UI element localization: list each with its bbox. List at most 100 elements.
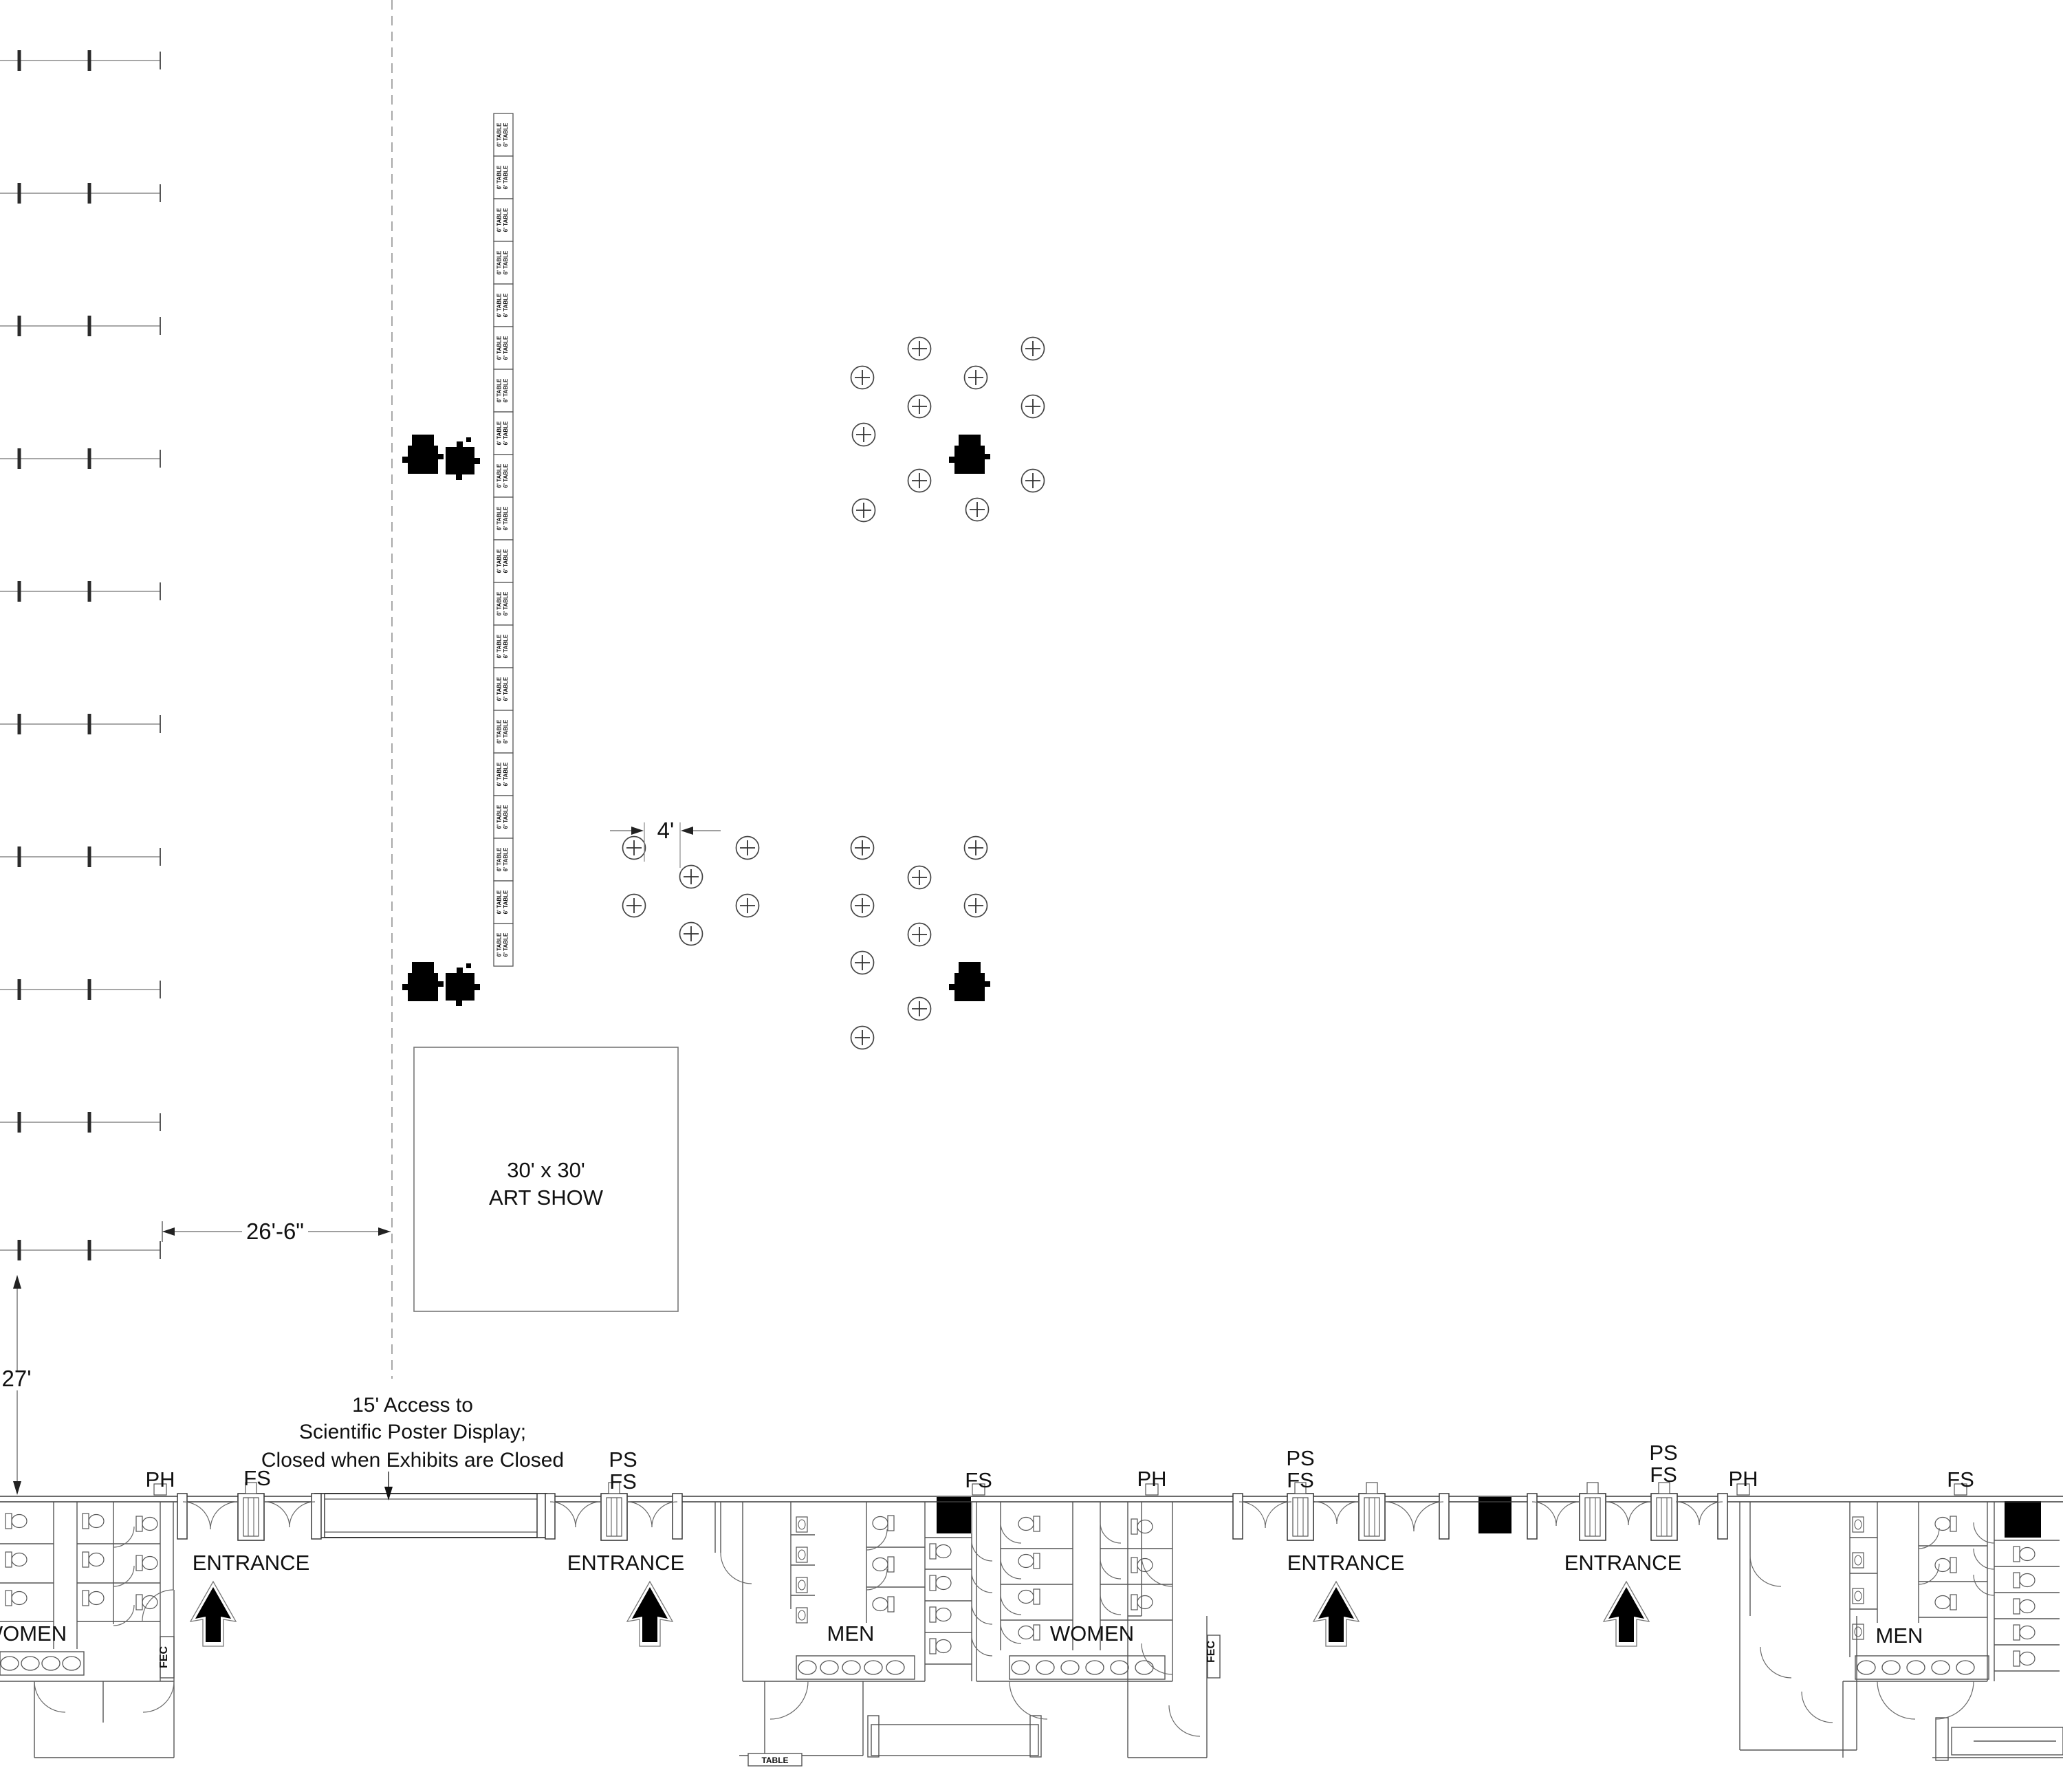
toilet-bowl — [2019, 1599, 2035, 1614]
urinal-basin — [1854, 1591, 1862, 1602]
urinal-basin — [798, 1549, 806, 1560]
urinal-basin — [798, 1610, 806, 1621]
round-table-symbol — [907, 468, 932, 493]
door-swing-arc — [1973, 1548, 1995, 1570]
access-note-line3: Closed when Exhibits are Closed — [261, 1449, 564, 1472]
interior-rect — [1935, 1717, 1949, 1761]
door-panel-black-square — [937, 1497, 971, 1533]
toilet-bowl — [1934, 1595, 1951, 1610]
wall-device-cap — [972, 1483, 985, 1496]
toilet-tank — [2013, 1546, 2020, 1562]
entrance-door-arc — [289, 1501, 316, 1528]
toilet-bowl — [935, 1607, 952, 1622]
entrance-door-arc — [1413, 1501, 1444, 1532]
arrow-outline — [189, 1580, 237, 1647]
round-table-symbol — [735, 893, 760, 918]
art-show-box — [413, 1047, 679, 1312]
door-swing-arc — [1100, 1558, 1122, 1580]
wall-label-ps: PS — [1286, 1446, 1314, 1470]
table-cell-label: 6' TABLE — [503, 506, 509, 530]
equipment-box-nub-top — [457, 968, 463, 973]
toilet-tank — [2013, 1598, 2020, 1615]
urinal-basin — [798, 1580, 806, 1591]
sink-symbol — [1085, 1660, 1104, 1675]
arrow-solid — [1318, 1587, 1354, 1642]
toilet-bowl — [1018, 1625, 1034, 1640]
table-cell-label: 6' TABLE — [503, 591, 509, 615]
round-table-symbol — [679, 921, 703, 946]
room-label-women: WOMEN — [0, 1621, 67, 1646]
table-cell-label: 6' TABLE — [503, 677, 509, 701]
entrance-door-arc — [1531, 1501, 1557, 1527]
pillar-cap — [1366, 1482, 1378, 1494]
wall-label-ps: PS — [609, 1447, 637, 1472]
toilet-symbol — [5, 1513, 28, 1529]
door-swing-arc — [1918, 1563, 1940, 1585]
art-show-label-line2: ART SHOW — [489, 1185, 604, 1210]
toilet-bowl — [935, 1639, 952, 1654]
round-table-symbol — [850, 950, 875, 975]
urinal-outline — [1852, 1588, 1864, 1604]
fec-label-group: FEC — [1205, 1641, 1217, 1663]
toilet-tank — [929, 1638, 937, 1654]
entrance-direction-arrow — [626, 1580, 674, 1647]
door-frame-post — [672, 1493, 683, 1540]
toilet-symbol — [1018, 1624, 1040, 1641]
entrance-door-arc — [182, 1501, 211, 1530]
podium-hat — [412, 962, 434, 974]
urinal-outline — [1852, 1516, 1864, 1533]
door-swing-arc — [1000, 1622, 1022, 1644]
urinal-outline — [1852, 1552, 1864, 1569]
toilet-tank — [82, 1551, 89, 1568]
table-cell — [493, 496, 514, 540]
wall-label-fs: FS — [1650, 1463, 1677, 1487]
toilet-bowl — [1137, 1595, 1153, 1610]
urinal-basin — [1854, 1519, 1862, 1530]
pillar-outer — [1579, 1493, 1606, 1541]
podium-nub-left — [949, 457, 954, 463]
equipment-box-nub-right — [474, 984, 480, 990]
door-swing-arc — [1760, 1646, 1792, 1679]
door-swing-arc — [1918, 1527, 1940, 1549]
urinal-basin — [798, 1519, 806, 1530]
entrance-door-arc — [1556, 1501, 1581, 1527]
table-cell-label: 6' TABLE — [496, 293, 503, 317]
table-cell-label: 6' TABLE — [496, 208, 503, 232]
dim-arrow-up — [13, 1275, 21, 1289]
round-table-symbol — [963, 365, 988, 390]
toilet-tank — [5, 1513, 12, 1529]
dimension-texts: 26'-6" 27' 4' — [1, 818, 674, 1391]
toilet-bowl — [1137, 1558, 1153, 1573]
door-frame-post — [1232, 1493, 1243, 1540]
round-table-symbol — [963, 893, 988, 918]
pillar-cap — [1294, 1482, 1307, 1494]
door-swing-arc — [1000, 1593, 1022, 1615]
table-cell-label: 6' TABLE — [503, 336, 509, 360]
podium-body — [954, 973, 985, 1001]
toilet-tank — [1033, 1624, 1040, 1641]
table-cell-label: 6' TABLE — [496, 122, 503, 146]
door-swing-arc — [769, 1681, 809, 1720]
door-frame-post — [311, 1493, 322, 1540]
toilet-tank — [82, 1590, 89, 1606]
pillar-inner — [1656, 1497, 1672, 1537]
toilet-tank — [1033, 1553, 1040, 1569]
urinal-outline — [796, 1577, 808, 1593]
pillar-inner — [1364, 1497, 1380, 1537]
height-dimension-text: 27' — [1, 1366, 31, 1391]
round-table-symbol — [851, 498, 876, 523]
table-cell — [493, 369, 514, 413]
access-note: 15' Access to Scientific Poster Display;… — [261, 1394, 564, 1472]
urinal-outline — [796, 1547, 808, 1563]
wall-label-fs: FS — [609, 1469, 637, 1494]
room-label-women: WOMEN — [1050, 1621, 1134, 1646]
toilet-tank — [887, 1596, 895, 1613]
entrance-door-arc — [549, 1501, 576, 1528]
toilet-symbol — [5, 1590, 28, 1606]
round-table-symbol — [622, 835, 646, 860]
art-show-area: 30' x 30' ART SHOW — [413, 1047, 679, 1312]
toilet-symbol — [1934, 1516, 1957, 1532]
